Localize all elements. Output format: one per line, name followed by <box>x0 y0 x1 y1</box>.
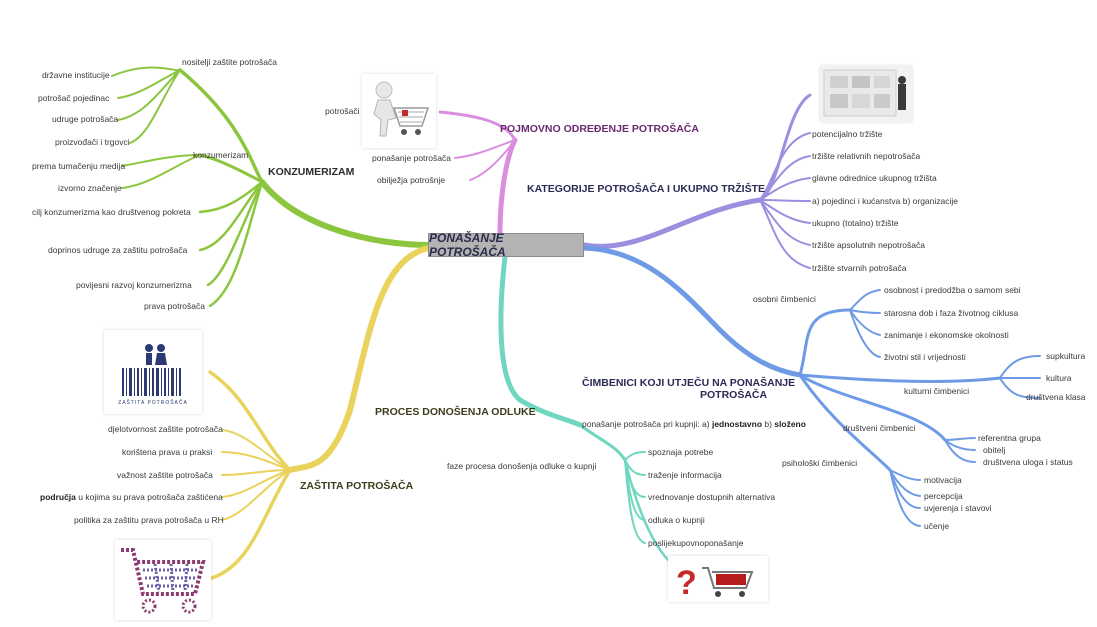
drustveni-item-3[interactable]: društvena uloga i status <box>983 457 1073 467</box>
faze-item-3[interactable]: vrednovanje dostupnih alternativa <box>648 492 776 502</box>
pojmovno-item-2[interactable]: ponašanje potrošača <box>372 153 451 163</box>
central-topic[interactable]: PONAŠANJE POTROŠAČA <box>428 231 584 259</box>
kategorije-item-2[interactable]: tržište relativnih nepotrošača <box>812 151 921 161</box>
kategorije-item-6[interactable]: tržište apsolutnih nepotrošača <box>812 240 925 250</box>
kategorije-item-5[interactable]: ukupno (totalno) tržište <box>812 218 899 228</box>
people-cart-icon <box>121 548 206 614</box>
psiholoski-label[interactable]: psihološki čimbenici <box>782 458 858 468</box>
slozeno-text: složeno <box>774 419 806 429</box>
kategorije-title[interactable]: KATEGORIJE POTROŠAČA I UKUPNO TRŽIŠTE <box>527 183 766 195</box>
kategorije-item-3[interactable]: glavne odrednice ukupnog tržišta <box>812 173 937 183</box>
cimbenici-title-line1[interactable]: ČIMBENICI KOJI UTJEČU NA PONAŠANJE <box>582 377 796 389</box>
central-topic-label: PONAŠANJE POTROŠAČA <box>429 231 506 259</box>
kategorije-item-1[interactable]: potencijalno tržište <box>812 129 883 139</box>
logo-caption: ZAŠTITA POTROŠAČA <box>118 400 188 406</box>
jednostavno-text: jednostavno <box>711 419 763 429</box>
konzumerizam-sub-label[interactable]: konzumerizam <box>193 150 249 160</box>
osobni-item-4[interactable]: životni stil i vrijednosti <box>884 352 966 362</box>
nositelji-item-3[interactable]: udruge potrošača <box>52 114 119 124</box>
ponasanje-mid-text: b) <box>762 419 775 429</box>
drustveni-item-2[interactable]: obitelj <box>983 445 1006 455</box>
faze-item-5[interactable]: poslijekupovnoponašanje <box>648 538 744 548</box>
cimbenici-title-line2[interactable]: POTROŠAČA <box>700 389 768 401</box>
osobni-item-2[interactable]: starosna dob i faza životnog ciklusa <box>884 308 1019 318</box>
kulturni-item-3[interactable]: društvena klasa <box>1026 392 1086 402</box>
shopping-cart-man-icon <box>373 81 430 137</box>
proces-title[interactable]: PROCES DONOŠENJA ODLUKE <box>375 406 536 418</box>
zastita-item-4[interactable]: područja u kojima su prava potrošača zaš… <box>40 492 223 503</box>
konzumerizam-other-1[interactable]: cilj konzumerizma kao društvenog pokreta <box>32 207 191 217</box>
consumer-protection-logo: ZAŠTITA POTROŠAČA <box>104 330 202 414</box>
psiholoski-item-4[interactable]: učenje <box>924 521 950 531</box>
psiholoski-item-3[interactable]: uvjerenja i stavovi <box>924 503 992 513</box>
nositelji-label[interactable]: nositelji zaštite potrošača <box>182 57 277 67</box>
konzumerizam-other-4[interactable]: prava potrošača <box>144 301 205 311</box>
osobni-label[interactable]: osobni čimbenici <box>753 294 816 304</box>
zastita-item-3[interactable]: važnost zaštite potrošača <box>117 470 213 480</box>
question-cart-icon: ? <box>676 564 754 602</box>
pojmovno-item-1[interactable]: potrošači <box>325 106 360 116</box>
faze-item-4[interactable]: odluka o kupnji <box>648 515 705 525</box>
psiholoski-item-1[interactable]: motivacija <box>924 475 962 485</box>
konzumerizam-other-3[interactable]: povijesni razvoj konzumerizma <box>76 280 192 290</box>
psiholoski-item-2[interactable]: percepcija <box>924 491 963 501</box>
ponasanje-pri-kupnji[interactable]: ponašanje potrošača pri kupnji: a) jedno… <box>582 419 806 430</box>
nositelji-item-4[interactable]: proizvođači i trgovci <box>55 137 130 147</box>
kulturni-item-1[interactable]: supkultura <box>1046 351 1086 361</box>
faze-item-1[interactable]: spoznaja potrebe <box>648 447 714 457</box>
people-cart-image <box>115 540 211 620</box>
faze-label[interactable]: faze procesa donošenja odluke o kupnji <box>447 461 597 471</box>
konzumerizam-item-1[interactable]: prema tumačenju medija <box>32 161 126 171</box>
drustveni-label[interactable]: društveni čimbenici <box>843 423 916 433</box>
nositelji-item-2[interactable]: potrošač pojedinac <box>38 93 110 103</box>
konzumerizam-other-2[interactable]: doprinos udruge za zaštitu potrošača <box>48 245 188 255</box>
zastita-item-1[interactable]: djelotvornost zaštite potrošača <box>108 424 223 434</box>
presentation-icon <box>823 69 906 117</box>
kulturni-label[interactable]: kulturni čimbenici <box>904 386 970 396</box>
svg-text:?: ? <box>676 564 697 602</box>
nositelji-item-1[interactable]: državne institucije <box>42 70 110 80</box>
kategorije-item-4[interactable]: a) pojedinci i kućanstva b) organizacije <box>812 196 958 206</box>
zastita-title[interactable]: ZAŠTITA POTROŠAČA <box>300 480 414 492</box>
pojmovno-title[interactable]: POJMOVNO ODREĐENJE POTROŠAČA <box>500 123 699 135</box>
barcode-people-icon <box>122 344 181 396</box>
osobni-item-1[interactable]: osobnost i predodžba o samom sebi <box>884 285 1021 295</box>
zastita-item-5[interactable]: politika za zaštitu prava potrošača u RH <box>74 515 224 525</box>
faze-item-2[interactable]: traženje informacija <box>648 470 722 480</box>
market-presentation-image <box>820 66 912 122</box>
kulturni-item-2[interactable]: kultura <box>1046 373 1072 383</box>
zastita-item-2[interactable]: korištena prava u praksi <box>122 447 213 457</box>
podrucja-bold: područja <box>40 492 76 502</box>
zastita-item-4-text: u kojima su prava potrošača zaštićena <box>78 492 223 502</box>
pojmovno-item-3[interactable]: obilježja potrošnje <box>377 175 446 185</box>
drustveni-item-1[interactable]: referentna grupa <box>978 433 1041 443</box>
ponasanje-pre-text: ponašanje potrošača pri kupnji: a) <box>582 419 712 429</box>
kategorije-item-7[interactable]: tržište stvarnih potrošača <box>812 263 907 273</box>
shopping-cart-man-image <box>362 74 436 148</box>
question-cart-image: ? <box>668 556 768 602</box>
konzumerizam-title[interactable]: KONZUMERIZAM <box>268 166 355 178</box>
konzumerizam-item-2[interactable]: izvorno značenje <box>58 183 122 193</box>
osobni-item-3[interactable]: zanimanje i ekonomske okolnosti <box>884 330 1009 340</box>
